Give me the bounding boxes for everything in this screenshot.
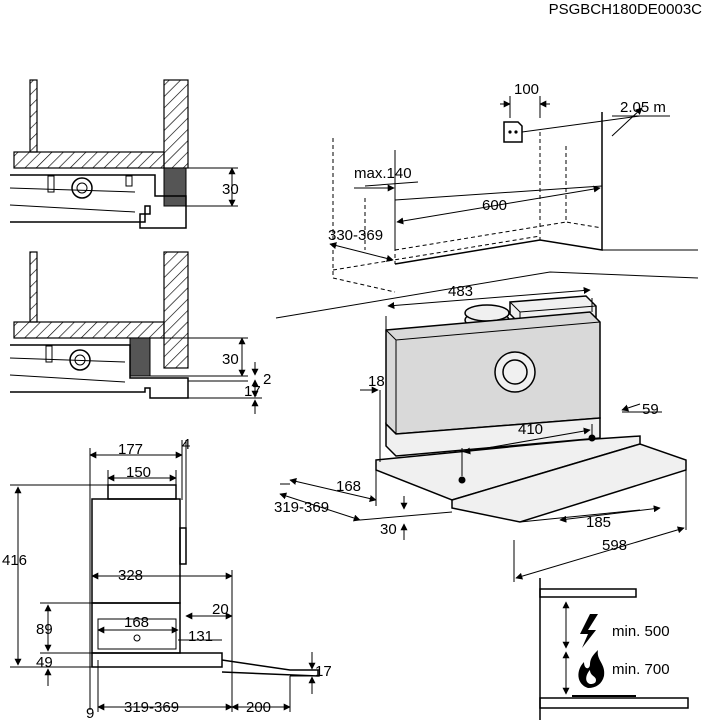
iso-dim-59: 59 — [642, 401, 659, 418]
side-dim-416: 416 — [2, 552, 27, 569]
top-filler-block — [163, 167, 187, 207]
side-dim-4: 4 — [182, 436, 190, 453]
clearance-min-500: min. 500 — [612, 623, 670, 640]
top-cabinet-wall-left — [29, 79, 38, 153]
wall-view-section: 100 2.05 m max.140 600 330-369 — [275, 81, 699, 319]
mid-detail-section: 30 2 17 — [9, 251, 271, 414]
wall-dim-max140: max.140 — [354, 165, 412, 182]
clearance-hob — [539, 697, 689, 709]
clearance-min-700: min. 700 — [612, 661, 670, 678]
mid-dim-30: 30 — [222, 351, 239, 368]
side-dim-319-369: 319-369 — [124, 699, 179, 716]
side-dim-89: 89 — [36, 621, 53, 638]
top-shelf-hatch — [13, 151, 165, 169]
wall-dim-2-05m: 2.05 m — [620, 99, 666, 116]
side-dim-168: 168 — [124, 614, 149, 631]
side-dim-20: 20 — [212, 601, 229, 618]
wall-dim-600: 600 — [482, 197, 507, 214]
side-upper-body — [91, 498, 181, 604]
iso-dim-598: 598 — [602, 537, 627, 554]
mid-filler-block — [129, 337, 151, 377]
iso-dim-18: 18 — [368, 373, 385, 390]
mid-dim-17: 17 — [244, 383, 261, 400]
iso-dim-319-369: 319-369 — [274, 499, 329, 516]
iso-dim-185: 185 — [586, 514, 611, 531]
iso-dim-410: 410 — [518, 421, 543, 438]
lightning-icon — [580, 614, 598, 648]
iso-dim-168: 168 — [336, 478, 361, 495]
top-dim-30: 30 — [222, 181, 239, 198]
socket-icon — [503, 121, 523, 143]
flame-icon — [578, 650, 605, 688]
side-dim-150: 150 — [126, 464, 151, 481]
mid-wall-hatch — [163, 251, 189, 369]
side-dim-177: 177 — [118, 441, 143, 458]
clearance-section: min. 500 min. 700 — [539, 578, 689, 720]
side-dim-9: 9 — [86, 705, 94, 720]
side-dim-17: 17 — [315, 663, 332, 680]
side-base — [91, 652, 223, 668]
iso-dim-483: 483 — [448, 283, 473, 300]
drawing-code: PSGBCH180DE0003C — [549, 1, 703, 18]
side-outlet-top — [107, 484, 177, 500]
side-dim-200: 200 — [246, 699, 271, 716]
top-motor-circle — [71, 177, 93, 199]
side-dim-49: 49 — [36, 654, 53, 671]
top-wall-hatch — [163, 79, 189, 169]
clearance-hood-edge — [539, 588, 637, 598]
side-dim-328: 328 — [118, 567, 143, 584]
wall-dim-330-369: 330-369 — [328, 227, 383, 244]
top-detail-section: 30 — [9, 79, 239, 229]
side-dim-131: 131 — [188, 628, 213, 645]
wall-dim-100: 100 — [514, 81, 539, 98]
side-view-section: 177 4 150 416 328 89 168 20 131 49 17 9 … — [2, 436, 332, 720]
iso-dim-30: 30 — [380, 521, 397, 538]
mid-dim-2: 2 — [263, 371, 271, 388]
iso-body — [385, 311, 601, 435]
iso-view-section: 483 18 59 410 168 319-369 30 185 598 — [274, 283, 687, 582]
